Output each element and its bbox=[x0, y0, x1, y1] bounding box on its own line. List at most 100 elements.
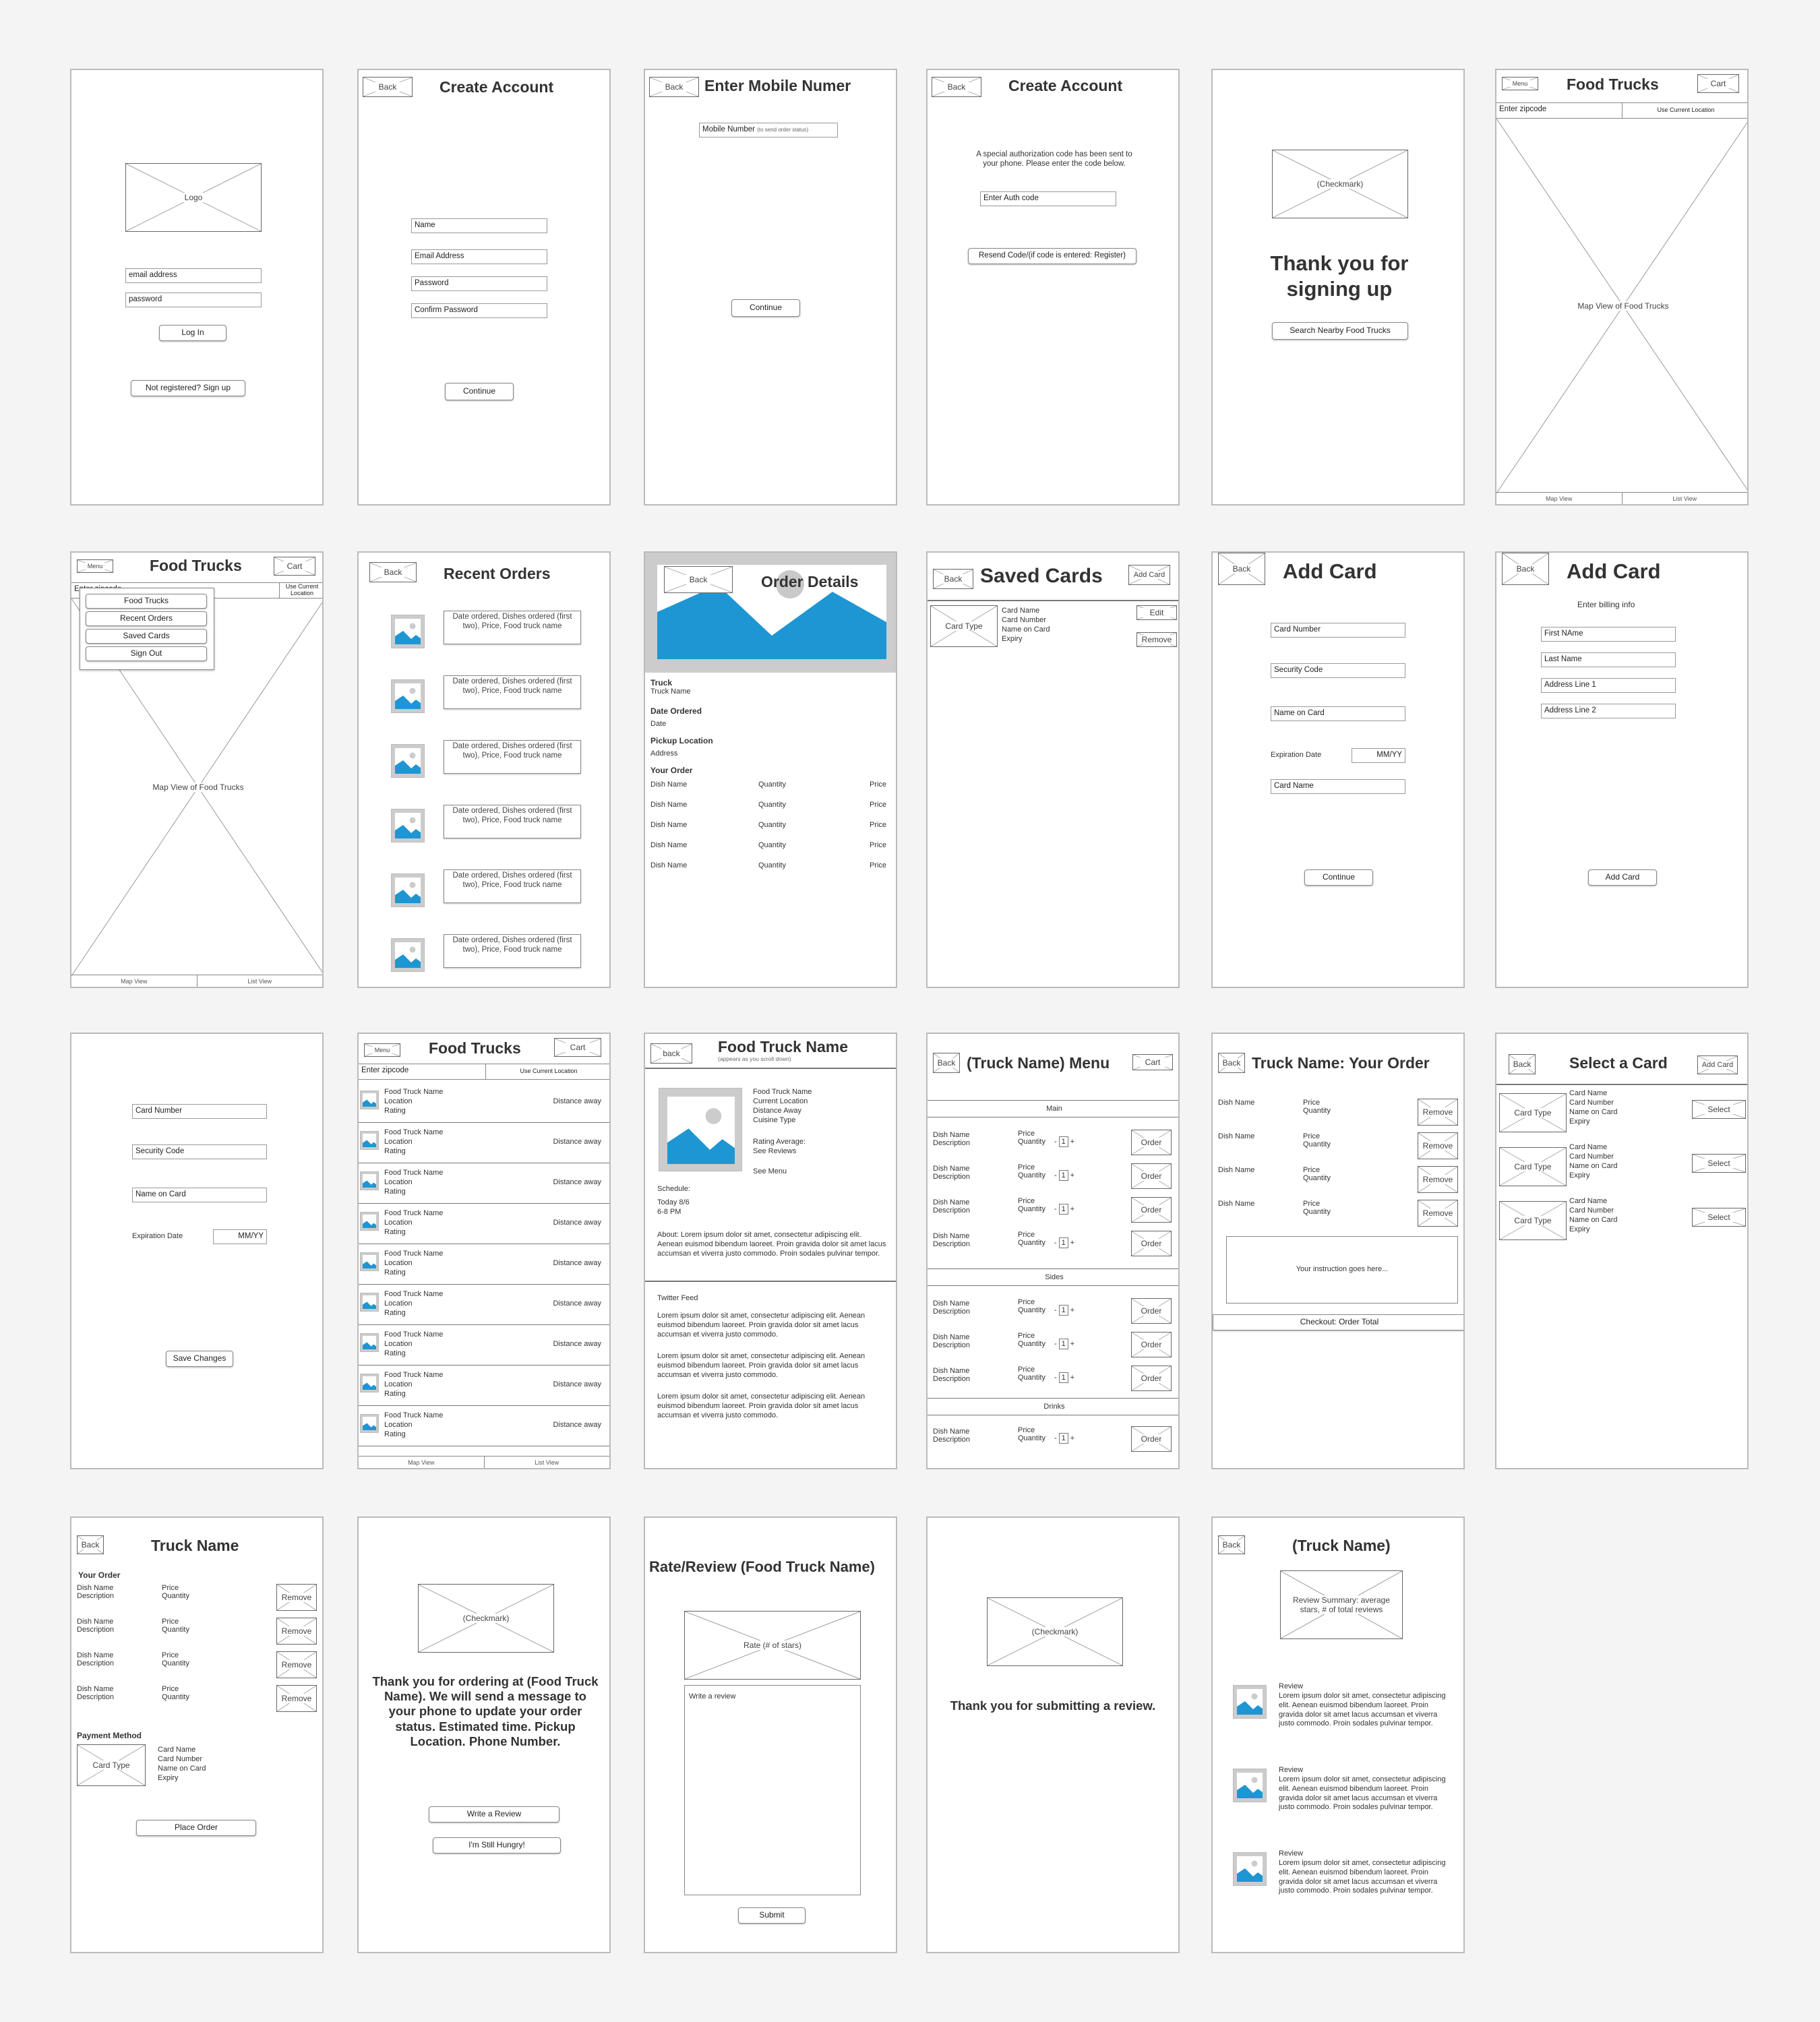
back-button[interactable]: Back bbox=[1218, 553, 1265, 585]
select-button[interactable]: Select bbox=[1692, 1100, 1746, 1119]
email-field[interactable]: email address bbox=[125, 268, 262, 283]
use-location-button[interactable]: Use Current Location bbox=[279, 582, 322, 599]
remove-button[interactable]: Remove bbox=[1418, 1200, 1458, 1227]
map-view-tab[interactable]: Map View bbox=[121, 978, 148, 985]
back-button[interactable]: Back bbox=[369, 562, 417, 582]
quantity-stepper[interactable]: -1+ bbox=[1054, 1372, 1075, 1383]
save-changes-button[interactable]: Save Changes bbox=[166, 1351, 233, 1367]
list-item[interactable]: Date ordered, Dishes ordered (first two)… bbox=[359, 805, 609, 845]
quantity-stepper[interactable]: -1+ bbox=[1054, 1136, 1075, 1147]
continue-button[interactable]: Continue bbox=[731, 299, 800, 317]
list-item[interactable]: Date ordered, Dishes ordered (first two)… bbox=[359, 934, 609, 975]
quantity-stepper[interactable]: -1+ bbox=[1054, 1237, 1075, 1248]
expiration-field[interactable]: MM/YY bbox=[213, 1229, 267, 1244]
order-button[interactable]: Order bbox=[1131, 1426, 1172, 1452]
edit-button[interactable]: Edit bbox=[1136, 605, 1177, 620]
back-button[interactable]: Back bbox=[1502, 553, 1549, 585]
remove-button[interactable]: Remove bbox=[1418, 1132, 1458, 1159]
instructions-box[interactable]: Your instruction goes here... bbox=[1226, 1236, 1458, 1304]
menu-button[interactable]: Menu bbox=[364, 1043, 400, 1057]
remove-button[interactable]: Remove bbox=[276, 1618, 317, 1645]
quantity-stepper[interactable]: -1+ bbox=[1054, 1305, 1075, 1316]
continue-button[interactable]: Continue bbox=[445, 383, 514, 400]
back-button[interactable]: Back bbox=[1218, 1535, 1245, 1554]
order-button[interactable]: Order bbox=[1131, 1130, 1172, 1155]
search-trucks-button[interactable]: Search Nearby Food Trucks bbox=[1272, 322, 1408, 340]
review-textarea[interactable]: Write a review bbox=[684, 1685, 861, 1895]
map-view-tab[interactable]: Map View bbox=[408, 1459, 435, 1466]
remove-button[interactable]: Remove bbox=[1418, 1099, 1458, 1126]
order-button[interactable]: Order bbox=[1131, 1298, 1172, 1324]
address-line-1-field[interactable]: Address Line 1 bbox=[1541, 678, 1676, 693]
name-field[interactable]: Name bbox=[411, 218, 547, 233]
order-button[interactable]: Order bbox=[1131, 1197, 1172, 1223]
place-order-button[interactable]: Place Order bbox=[136, 1820, 256, 1836]
order-button[interactable]: Order bbox=[1131, 1231, 1172, 1256]
last-name-field[interactable]: Last Name bbox=[1541, 652, 1676, 667]
order-button[interactable]: Order bbox=[1131, 1366, 1172, 1391]
quantity-stepper[interactable]: -1+ bbox=[1054, 1433, 1075, 1444]
list-view-tab[interactable]: List View bbox=[196, 975, 323, 987]
use-location-button[interactable]: Use Current Location bbox=[485, 1064, 609, 1080]
back-button[interactable]: Back bbox=[1509, 1054, 1536, 1074]
remove-button[interactable]: Remove bbox=[276, 1584, 317, 1611]
menu-item-sign-out[interactable]: Sign Out bbox=[86, 646, 207, 661]
back-button[interactable]: Back bbox=[932, 77, 981, 97]
back-button[interactable]: Back bbox=[664, 566, 733, 593]
remove-button[interactable]: Remove bbox=[276, 1651, 317, 1678]
signup-button[interactable]: Not registered? Sign up bbox=[131, 380, 245, 396]
list-item[interactable]: Date ordered, Dishes ordered (first two)… bbox=[359, 740, 609, 780]
first-name-field[interactable]: First NAme bbox=[1541, 627, 1676, 642]
name-on-card-field[interactable]: Name on Card bbox=[132, 1188, 267, 1202]
map-view[interactable]: Map View of Food Trucks bbox=[1496, 119, 1747, 493]
zipcode-input[interactable]: Enter zipcode bbox=[1496, 102, 1623, 119]
quantity-stepper[interactable]: -1+ bbox=[1054, 1339, 1075, 1349]
add-card-button[interactable]: Add Card bbox=[1697, 1055, 1738, 1074]
quantity-stepper[interactable]: -1+ bbox=[1054, 1204, 1075, 1215]
order-button[interactable]: Order bbox=[1131, 1332, 1172, 1357]
card-number-field[interactable]: Card Number bbox=[132, 1104, 267, 1119]
select-button[interactable]: Select bbox=[1692, 1208, 1746, 1227]
security-code-field[interactable]: Security Code bbox=[132, 1144, 267, 1159]
cart-button[interactable]: Cart bbox=[1697, 74, 1739, 93]
list-item[interactable]: Date ordered, Dishes ordered (first two)… bbox=[359, 869, 609, 910]
list-item[interactable]: Date ordered, Dishes ordered (first two)… bbox=[359, 611, 609, 651]
add-card-button[interactable]: Add Card bbox=[1128, 565, 1170, 585]
name-on-card-field[interactable]: Name on Card bbox=[1271, 706, 1405, 721]
list-item[interactable]: Date ordered, Dishes ordered (first two)… bbox=[359, 675, 609, 716]
menu-item-saved-cards[interactable]: Saved Cards bbox=[86, 629, 207, 644]
star-rating[interactable]: Rate (# of stars) bbox=[684, 1611, 861, 1680]
menu-item-food-trucks[interactable]: Food Trucks bbox=[86, 594, 207, 609]
back-button[interactable]: Back bbox=[363, 77, 413, 97]
zipcode-input[interactable]: Enter zipcode bbox=[359, 1064, 485, 1080]
select-button[interactable]: Select bbox=[1692, 1154, 1746, 1173]
confirm-password-field[interactable]: Confirm Password bbox=[411, 303, 547, 318]
password-field[interactable]: Password bbox=[411, 276, 547, 291]
cart-button[interactable]: Cart bbox=[1132, 1054, 1173, 1070]
security-code-field[interactable]: Security Code bbox=[1271, 663, 1405, 678]
resend-code-button[interactable]: Resend Code/(if code is entered: Registe… bbox=[968, 248, 1136, 264]
back-button[interactable]: Back bbox=[649, 77, 699, 97]
cart-button[interactable]: Cart bbox=[554, 1038, 601, 1057]
see-reviews-link[interactable]: See Reviews bbox=[753, 1147, 797, 1155]
password-field[interactable]: password bbox=[125, 293, 262, 307]
card-number-field[interactable]: Card Number bbox=[1271, 623, 1405, 638]
back-button[interactable]: Back bbox=[77, 1535, 104, 1554]
remove-button[interactable]: Remove bbox=[1136, 632, 1177, 647]
order-button[interactable]: Order bbox=[1131, 1163, 1172, 1189]
submit-button[interactable]: Submit bbox=[738, 1907, 806, 1924]
quantity-stepper[interactable]: -1+ bbox=[1054, 1170, 1075, 1181]
back-button[interactable]: Back bbox=[933, 569, 973, 589]
remove-button[interactable]: Remove bbox=[276, 1685, 317, 1712]
back-button[interactable]: Back bbox=[1218, 1053, 1245, 1073]
login-button[interactable]: Log In bbox=[159, 325, 226, 341]
email-field[interactable]: Email Address bbox=[411, 249, 547, 264]
menu-button[interactable]: Menu bbox=[1502, 77, 1538, 90]
